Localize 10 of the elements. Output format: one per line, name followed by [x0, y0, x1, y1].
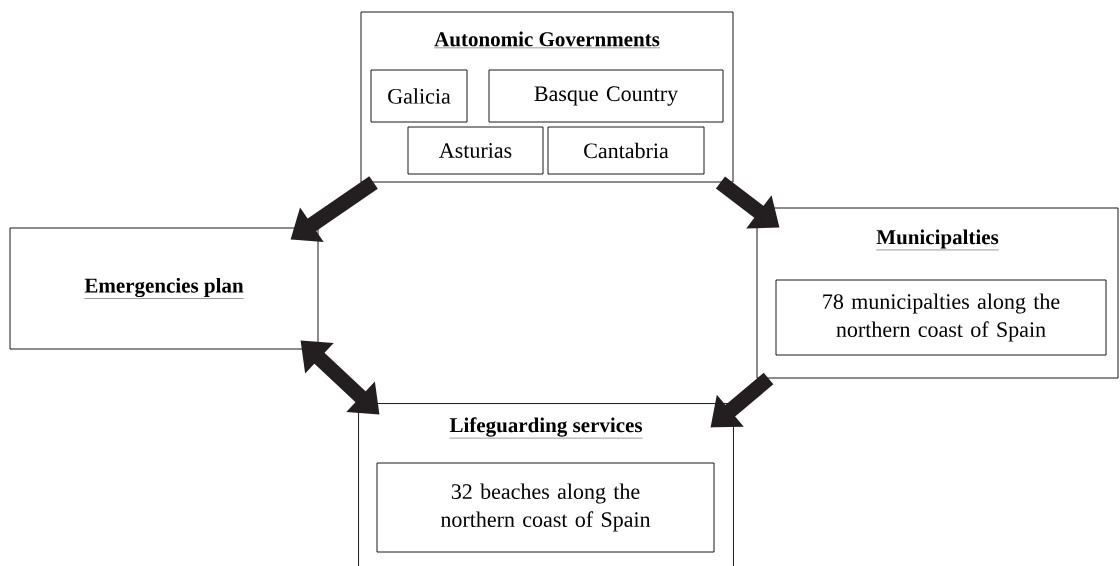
text-box: Basque Country — [488, 69, 724, 123]
heading: Autonomic Governments — [433, 31, 661, 48]
text-box: Galicia — [370, 69, 468, 123]
heading: Emergencies plan — [84, 277, 244, 299]
heading: Municipalties — [876, 229, 999, 251]
text-box: 78 municipalties along the northern coast of Spain — [775, 279, 1107, 356]
heading: Lifeguarding services — [449, 417, 643, 439]
text-box: 32 beaches along the northern coast of Spain — [376, 462, 715, 553]
text-box: Asturias — [407, 126, 544, 175]
text-box: Cantabria — [547, 126, 705, 175]
